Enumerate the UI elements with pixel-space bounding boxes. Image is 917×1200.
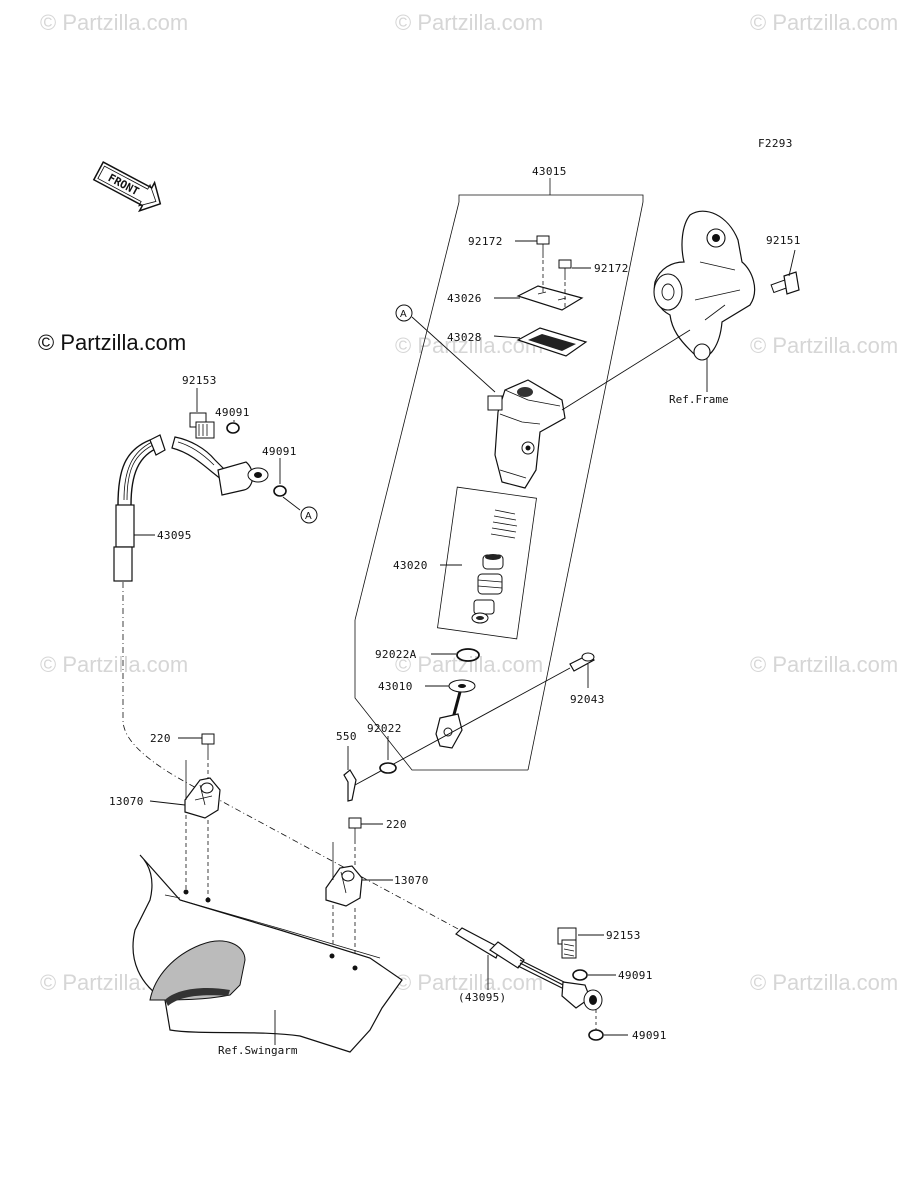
front-arrow-icon: FRONT [92,161,162,213]
watermark: © Partzilla.com [750,10,898,35]
assembly-bracket [354,178,644,771]
label-43015: 43015 [532,165,567,178]
watermark: © Partzilla.com [750,333,898,358]
banjo-bolt-bottom [557,927,604,959]
label-92022: 92022 [367,722,402,735]
cotter-pin [343,746,357,802]
callout-a-top: A [395,304,496,393]
figure-code: F2293 [758,137,793,150]
part-labels: 43015 92172 92172 92151 43026 43028 9215… [109,165,801,1042]
frame-bracket [653,210,756,392]
callout-a-bottom: A [300,506,318,524]
watermark: © Partzilla.com [40,10,188,35]
label-43026: 43026 [447,292,482,305]
watermark-layer: © Partzilla.com © Partzilla.com © Partzi… [40,10,898,995]
banjo-bolt-top [189,388,215,439]
ref-swingarm-label: Ref.Swingarm [218,1044,298,1057]
label-92172: 92172 [468,235,503,248]
label-43095-ref: (43095) [458,991,506,1004]
label-13070: 13070 [394,874,429,887]
label-49091: 49091 [632,1029,667,1042]
clamp-13070-b [325,817,393,966]
watermark: © Partzilla.com [750,652,898,677]
callout-letter: A [400,309,407,320]
label-92043: 92043 [570,693,605,706]
bolt-92151 [770,249,800,295]
callout-letter: A [305,511,312,522]
screw-92172-b [558,259,572,308]
washer-49091-c [572,969,616,981]
brake-hose-lower [455,927,603,1011]
label-43020: 43020 [393,559,428,572]
label-220: 220 [386,818,407,831]
label-92153: 92153 [182,374,217,387]
label-49091: 49091 [618,969,653,982]
watermark: © Partzilla.com [750,970,898,995]
label-43010: 43010 [378,680,413,693]
washer-49091-d [588,1010,628,1041]
label-550: 550 [336,730,357,743]
washer-92022 [379,736,397,774]
reservoir-cap [516,285,584,311]
watermark: © Partzilla.com [395,652,543,677]
label-92153: 92153 [606,929,641,942]
circlip [456,648,480,662]
label-13070: 13070 [109,795,144,808]
label-220: 220 [150,732,171,745]
push-rod [435,679,476,749]
brand-logo: © Partzilla.com [38,330,187,355]
swingarm [132,854,403,1053]
watermark: © Partzilla.com [395,333,543,358]
label-43028: 43028 [447,331,482,344]
label-92151: 92151 [766,234,801,247]
label-92022a: 92022A [375,648,417,661]
label-43095: 43095 [157,529,192,542]
ref-frame-label: Ref.Frame [669,393,729,406]
master-cylinder [487,329,691,489]
watermark: © Partzilla.com [395,970,543,995]
label-92172: 92172 [594,262,629,275]
piston-kit [471,509,518,624]
diaphragm [516,327,588,357]
leader-lines [425,240,591,688]
washer-49091-b [273,458,301,511]
label-49091: 49091 [262,445,297,458]
screw-92172-a [536,235,550,292]
label-49091: 49091 [215,406,250,419]
watermark: © Partzilla.com [40,652,188,677]
clamp-13070-a [149,733,221,898]
washer-49091-a [226,420,240,434]
watermark: © Partzilla.com [395,10,543,35]
